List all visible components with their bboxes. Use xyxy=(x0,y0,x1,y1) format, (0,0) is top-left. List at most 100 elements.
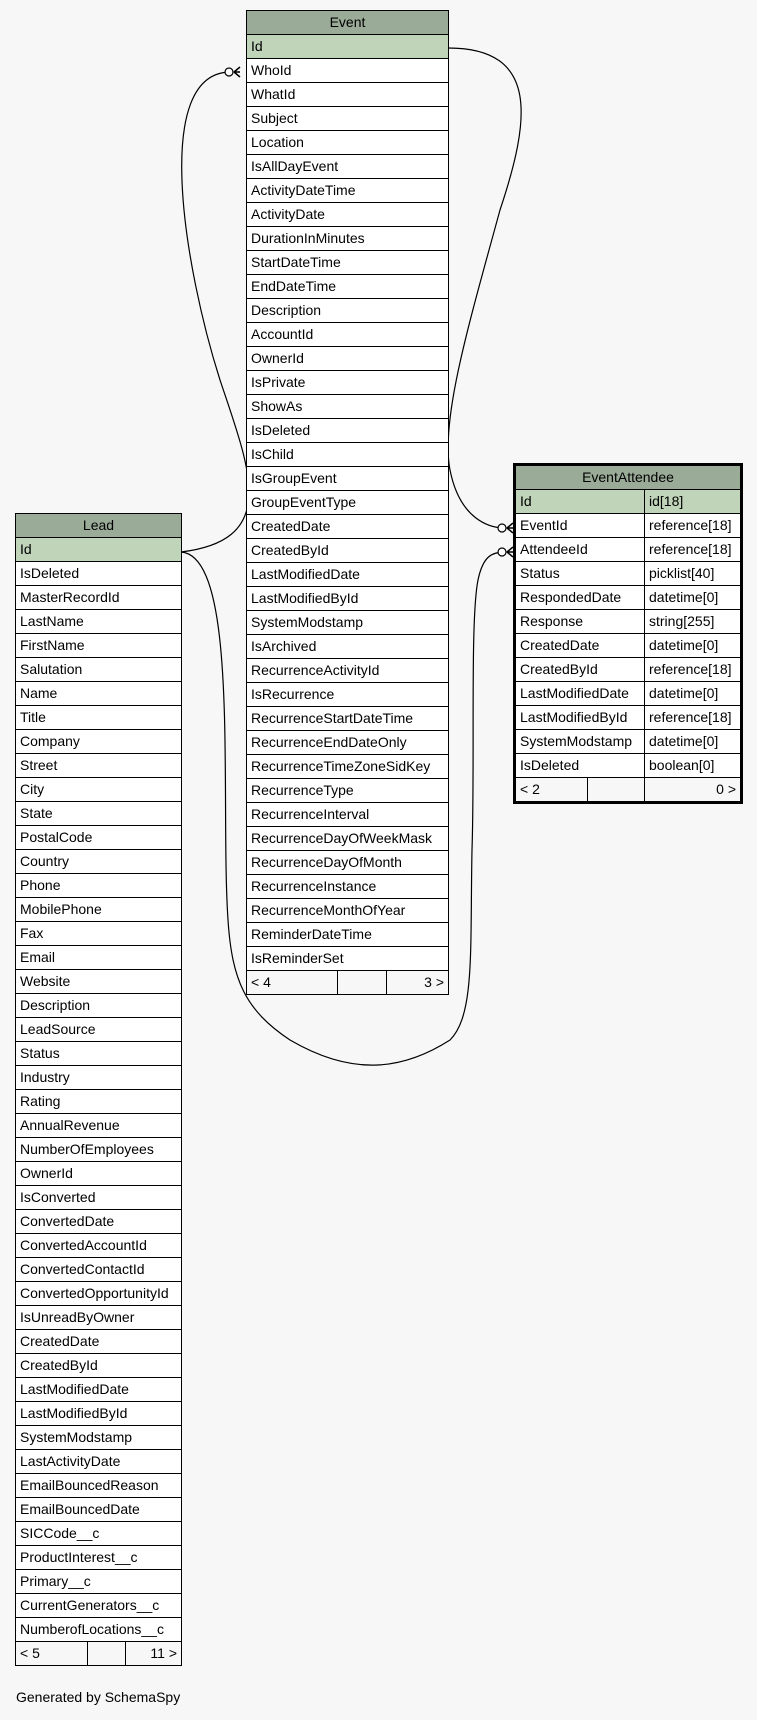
table-row[interactable]: ConvertedAccountId xyxy=(16,1234,181,1258)
table-row[interactable]: RecurrenceEndDateOnly xyxy=(247,731,448,755)
table-row[interactable]: ReminderDateTime xyxy=(247,923,448,947)
table-row[interactable]: Primary__c xyxy=(16,1570,181,1594)
table-row[interactable]: OwnerId xyxy=(247,347,448,371)
table-row[interactable]: Email xyxy=(16,946,181,970)
table-row[interactable]: Description xyxy=(16,994,181,1018)
table-row[interactable]: ConvertedDate xyxy=(16,1210,181,1234)
table-row[interactable]: OwnerId xyxy=(16,1162,181,1186)
table-row[interactable]: IsRecurrence xyxy=(247,683,448,707)
table-row[interactable]: State xyxy=(16,802,181,826)
table-row[interactable]: IsArchived xyxy=(247,635,448,659)
table-row[interactable]: RecurrenceDayOfWeekMask xyxy=(247,827,448,851)
table-header-event[interactable]: Event xyxy=(247,11,448,35)
table-row[interactable]: IsUnreadByOwner xyxy=(16,1306,181,1330)
table-row[interactable]: WhatId xyxy=(247,83,448,107)
table-header-lead[interactable]: Lead xyxy=(16,514,181,538)
table-row[interactable]: AccountId xyxy=(247,323,448,347)
table-row[interactable]: GroupEventType xyxy=(247,491,448,515)
table-row[interactable]: StartDateTime xyxy=(247,251,448,275)
parent-count[interactable]: < 5 xyxy=(16,1642,88,1665)
table-row[interactable]: RecurrenceTimeZoneSidKey xyxy=(247,755,448,779)
table-row[interactable]: Id xyxy=(16,538,181,562)
table-row[interactable]: CreatedDate xyxy=(16,1330,181,1354)
child-count[interactable]: 11 > xyxy=(150,1645,177,1661)
table-row[interactable]: Street xyxy=(16,754,181,778)
parent-count[interactable]: < 2 xyxy=(516,778,588,801)
table-row[interactable]: Country xyxy=(16,850,181,874)
table-row[interactable]: FirstName xyxy=(16,634,181,658)
table-row[interactable]: LastName xyxy=(16,610,181,634)
table-row[interactable]: Title xyxy=(16,706,181,730)
table-row[interactable]: SICCode__c xyxy=(16,1522,181,1546)
table-row[interactable]: IsReminderSet xyxy=(247,947,448,971)
table-row[interactable]: IsAllDayEvent xyxy=(247,155,448,179)
table-row[interactable]: CurrentGenerators__c xyxy=(16,1594,181,1618)
table-row[interactable]: IsDeleted xyxy=(247,419,448,443)
child-count[interactable]: 3 > xyxy=(424,974,444,990)
table-row[interactable]: ProductInterest__c xyxy=(16,1546,181,1570)
table-row[interactable]: RecurrenceInstance xyxy=(247,875,448,899)
table-row[interactable]: Name xyxy=(16,682,181,706)
table-row[interactable]: SystemModstamp xyxy=(247,611,448,635)
table-row[interactable]: Description xyxy=(247,299,448,323)
table-row[interactable]: LastModifiedById xyxy=(16,1402,181,1426)
table-row[interactable]: NumberofLocations__c xyxy=(16,1618,181,1642)
table-row[interactable]: LeadSource xyxy=(16,1018,181,1042)
table-row[interactable]: LastModifiedDate xyxy=(247,563,448,587)
table-row[interactable]: SystemModstamp xyxy=(16,1426,181,1450)
table-row[interactable]: City xyxy=(16,778,181,802)
table-row[interactable]: ShowAs xyxy=(247,395,448,419)
table-row[interactable]: CreatedDate xyxy=(247,515,448,539)
table-row[interactable]: LastActivityDate xyxy=(16,1450,181,1474)
table-row[interactable]: RecurrenceStartDateTime xyxy=(247,707,448,731)
table-row[interactable]: Id xyxy=(247,35,448,59)
table-row[interactable]: Industry xyxy=(16,1066,181,1090)
table-row[interactable]: IsGroupEvent xyxy=(247,467,448,491)
table-row[interactable]: Rating xyxy=(16,1090,181,1114)
table-row[interactable]: IsDeleted xyxy=(16,562,181,586)
table-row[interactable]: RecurrenceInterval xyxy=(247,803,448,827)
table-row[interactable]: Location xyxy=(247,131,448,155)
table-row[interactable]: RecurrenceDayOfMonth xyxy=(247,851,448,875)
table-row[interactable]: IsChild xyxy=(247,443,448,467)
table-row[interactable]: IsConverted xyxy=(16,1186,181,1210)
table-row[interactable]: Fax xyxy=(16,922,181,946)
table-row[interactable]: ConvertedContactId xyxy=(16,1258,181,1282)
table-row[interactable]: Salutation xyxy=(16,658,181,682)
table-row[interactable]: AnnualRevenue xyxy=(16,1114,181,1138)
table-row[interactable]: ActivityDate xyxy=(247,203,448,227)
table-row[interactable]: CreatedById xyxy=(247,539,448,563)
table-row[interactable]: RecurrenceMonthOfYear xyxy=(247,899,448,923)
table-row[interactable]: MasterRecordId xyxy=(16,586,181,610)
table-row[interactable]: Subject xyxy=(247,107,448,131)
table-row[interactable]: Company xyxy=(16,730,181,754)
table-row[interactable]: EmailBouncedDate xyxy=(16,1498,181,1522)
table-row[interactable]: DurationInMinutes xyxy=(247,227,448,251)
table-row[interactable]: MobilePhone xyxy=(16,898,181,922)
table-row[interactable]: Phone xyxy=(16,874,181,898)
child-count[interactable]: 0 > xyxy=(716,781,736,797)
table-row[interactable]: NumberOfEmployees xyxy=(16,1138,181,1162)
table-row[interactable]: IsPrivate xyxy=(247,371,448,395)
table-row[interactable]: Status xyxy=(16,1042,181,1066)
table-row[interactable]: ActivityDateTime xyxy=(247,179,448,203)
table-row[interactable]: WhoId xyxy=(247,59,448,83)
table-row[interactable]: LastModifiedById xyxy=(247,587,448,611)
table-row[interactable]: RecurrenceActivityId xyxy=(247,659,448,683)
table-row[interactable]: Website xyxy=(16,970,181,994)
table-row[interactable]: LastModifiedDate xyxy=(16,1378,181,1402)
